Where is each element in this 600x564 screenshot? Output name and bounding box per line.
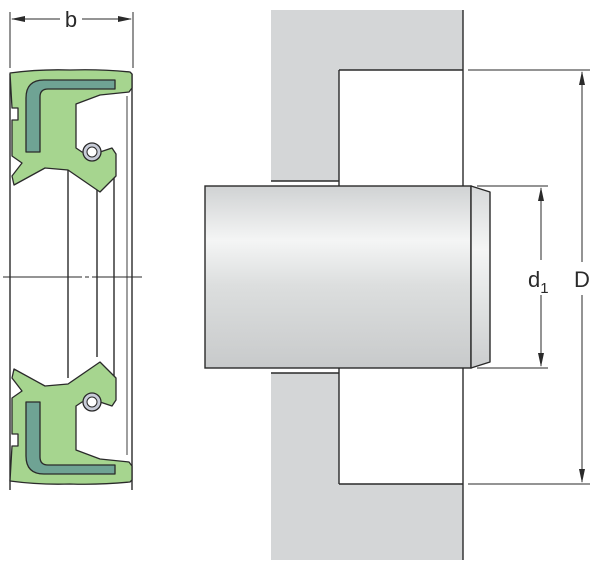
housing <box>271 10 464 560</box>
dimension-lines <box>468 69 590 485</box>
shaft <box>204 185 491 369</box>
shaft-diameter-label: d1 <box>528 267 549 297</box>
seal-lower-profile <box>9 361 133 485</box>
shaft-diameter-symbol: d <box>528 267 540 292</box>
seal-cross-section: b <box>3 7 142 490</box>
seal-upper-profile <box>9 69 133 193</box>
width-label: b <box>65 7 77 32</box>
shaft-diameter-subscript: 1 <box>540 280 548 297</box>
width-dimension <box>9 12 134 68</box>
housing-diameter-label: D <box>574 267 590 292</box>
